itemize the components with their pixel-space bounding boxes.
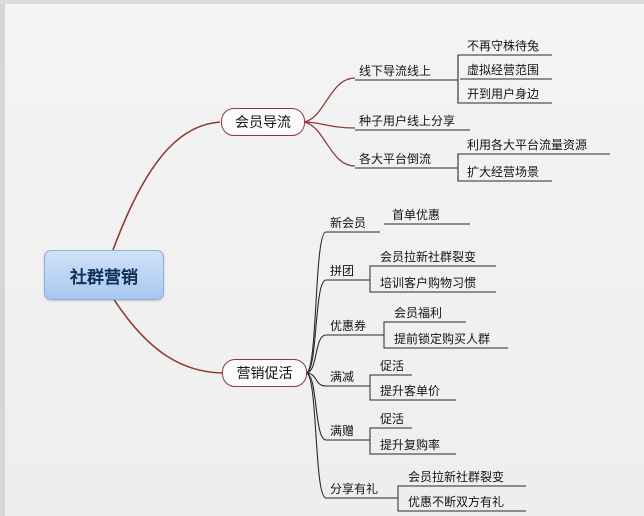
subtopic-full-reduction[interactable]: 满减 xyxy=(330,370,355,384)
bracket-group-buy-children xyxy=(366,265,378,293)
bracket-share-gift-children xyxy=(394,485,406,512)
leaf-reach-user[interactable]: 开到用户身边 xyxy=(467,87,540,101)
connector-activation-to-full-reduction xyxy=(305,372,327,387)
subtopic-seed-users-share[interactable]: 种子用户线上分享 xyxy=(359,114,456,128)
leaf-basket-value[interactable]: 提升客单价 xyxy=(380,384,441,398)
leaf-platform-resources[interactable]: 利用各大平台流量资源 xyxy=(467,138,588,152)
connector-member-traffic-to-seed-users xyxy=(303,121,356,129)
leaf-repurchase-rate[interactable]: 提升复购率 xyxy=(380,438,441,452)
root-topic-community-marketing[interactable]: 社群营销 xyxy=(44,250,164,300)
subtopic-group-buy[interactable]: 拼团 xyxy=(330,264,355,278)
window-edge-left xyxy=(0,0,5,516)
window-edge-top xyxy=(0,0,644,4)
leaf-member-benefit[interactable]: 会员福利 xyxy=(394,306,443,320)
connector-member-traffic-to-offline-online xyxy=(303,77,356,123)
connector-activation-to-share-gift xyxy=(305,372,327,499)
connector-root-to-marketing-activation xyxy=(112,297,223,374)
leaf-lock-buyers[interactable]: 提前锁定购买人群 xyxy=(394,332,491,346)
connector-activation-to-gift xyxy=(305,372,327,441)
connector-root-to-member-traffic xyxy=(112,121,221,251)
main-topic-marketing-activation[interactable]: 营销促活 xyxy=(222,359,307,387)
subtopic-coupon[interactable]: 优惠券 xyxy=(330,319,367,333)
leaf-activate-gift[interactable]: 促活 xyxy=(380,412,405,426)
leaf-activate-reduction[interactable]: 促活 xyxy=(380,359,405,373)
connector-member-traffic-to-platform-flow xyxy=(303,121,356,167)
leaf-expand-scene[interactable]: 扩大经营场景 xyxy=(467,165,540,179)
connector-activation-to-group-buy xyxy=(305,279,327,374)
leaf-both-rewarded[interactable]: 优惠不断双方有礼 xyxy=(408,495,505,509)
bracket-gift-children xyxy=(366,427,378,455)
bracket-coupon-children xyxy=(380,321,392,349)
subtopic-share-gift[interactable]: 分享有礼 xyxy=(330,482,379,496)
subtopic-offline-to-online[interactable]: 线下导流线上 xyxy=(359,64,432,78)
leaf-no-waiting[interactable]: 不再守株待兔 xyxy=(467,39,540,53)
leaf-group-fission[interactable]: 会员拉新社群裂变 xyxy=(380,250,477,264)
leaf-shopping-habit[interactable]: 培训客户购物习惯 xyxy=(380,276,477,290)
subtopic-new-member[interactable]: 新会员 xyxy=(330,216,367,230)
main-topic-member-traffic[interactable]: 会员导流 xyxy=(221,108,305,136)
leaf-first-order-discount[interactable]: 首单优惠 xyxy=(392,208,441,222)
connector-activation-to-new-member xyxy=(305,231,327,374)
leaf-share-fission[interactable]: 会员拉新社群裂变 xyxy=(408,470,505,484)
subtopic-gift[interactable]: 满赠 xyxy=(330,424,355,438)
connector-activation-to-coupon xyxy=(305,334,327,374)
leaf-virtual-range[interactable]: 虚拟经营范围 xyxy=(467,63,540,77)
subtopic-platform-flow[interactable]: 各大平台倒流 xyxy=(359,152,432,166)
bracket-full-reduction-children xyxy=(366,374,378,401)
